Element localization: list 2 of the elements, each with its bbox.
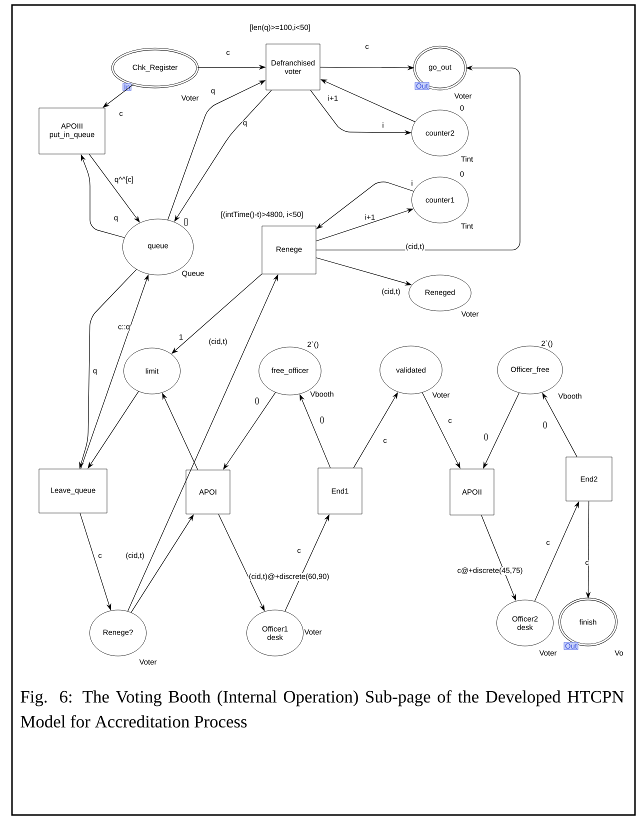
figure-caption: Fig. 6: The Voting Booth (Internal Operation) Sub-page of the Developed HTCPN Model for Accreditation Process — [20, 690, 624, 728]
arc-arrow — [102, 84, 134, 108]
